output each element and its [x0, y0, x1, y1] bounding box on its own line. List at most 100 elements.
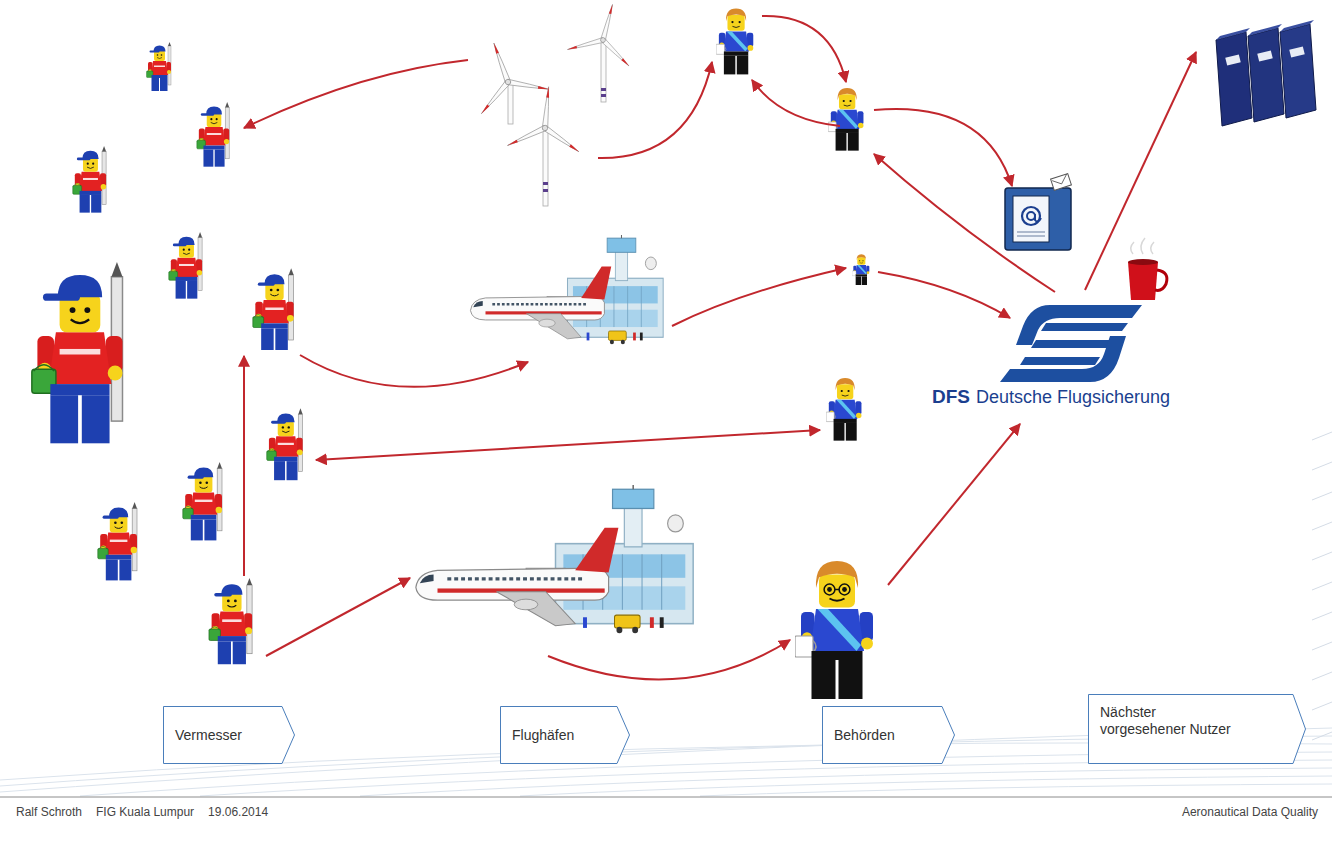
authority-figures: [716, 8, 753, 74]
stage-label: Vermesser: [175, 727, 242, 744]
flow-arrows: [878, 272, 1010, 318]
mailbox-icon: [1052, 174, 1070, 187]
surveyor-figures: [32, 42, 303, 664]
flow-arrows: [548, 640, 790, 680]
wind-turbines: [601, 94, 606, 97]
arrow-box-outline: [164, 707, 295, 764]
coffee-cup: [1131, 238, 1154, 254]
authority-figures: [716, 8, 873, 699]
stage-label: Behörden: [834, 727, 895, 744]
wind-turbines: [508, 82, 513, 124]
mailbox-icon: [1005, 188, 1071, 250]
coffee-cup: [1155, 270, 1167, 290]
flow-arrows: [598, 62, 712, 158]
surveyor-figures: [197, 102, 229, 167]
flow-arrows: [762, 16, 846, 82]
stage-arrow-box: Vermesser: [163, 706, 295, 764]
stage-arrow-box: Behörden: [822, 706, 955, 764]
footer-author: Ralf Schroth: [16, 805, 82, 819]
manual-binders: [1225, 54, 1241, 65]
surveyor-figures: [253, 268, 294, 350]
background-swoosh: [700, 784, 1332, 796]
arrow-box-outline: [1089, 695, 1306, 764]
authority-figures: [852, 254, 869, 285]
manual-binders: [1216, 20, 1316, 126]
dfs-logo-mark: [1000, 336, 1126, 382]
stage-label: Flughäfen: [512, 727, 574, 744]
background-swoosh: [200, 760, 1332, 796]
arrow-box-outline: [823, 707, 955, 764]
flow-arrows: [316, 430, 820, 460]
wind-turbines: [506, 84, 586, 155]
authority-figures: [826, 378, 861, 441]
surveyor-figures: [209, 578, 252, 664]
mailbox-icon: [1051, 174, 1072, 191]
flow-arrows: [1085, 52, 1196, 290]
manual-binders: [1248, 24, 1282, 36]
wind-turbines: [459, 30, 551, 116]
authority-figures: [828, 88, 863, 151]
dfs-logo-mark: [1000, 305, 1142, 382]
dfs-logo-mark: [1020, 357, 1100, 365]
background-swoosh: [520, 776, 1332, 796]
mailbox-icon: [1013, 196, 1049, 242]
flow-arrows: [244, 60, 468, 128]
dfs-logo-mark: [1031, 340, 1112, 348]
wind-turbines: [543, 189, 548, 192]
arrow-box-outline: [501, 707, 630, 764]
flow-arrows: [888, 424, 1020, 585]
stage-label: Nächster vorgesehener Nutzer: [1100, 704, 1238, 738]
airport-model: [470, 233, 663, 344]
mailbox-icon: [1035, 214, 1041, 222]
surveyor-figures: [32, 262, 123, 443]
coffee-cup: [1128, 259, 1158, 265]
edge-stripes: [1312, 432, 1332, 740]
wind-turbines: [566, 0, 645, 68]
wind-turbines: [601, 40, 606, 102]
stage-arrow-box: Nächster vorgesehener Nutzer: [1088, 694, 1306, 764]
wind-turbines: [601, 88, 606, 91]
logo-name: Deutsche Flugsicherung: [976, 387, 1170, 409]
footer-topic: Aeronautical Data Quality: [1182, 805, 1318, 819]
mailbox-icon: [1022, 207, 1040, 225]
background-swoosh: [360, 768, 1332, 796]
airport-model: [416, 483, 693, 633]
manual-binders: [1280, 20, 1314, 32]
coffee-cup: [1128, 262, 1158, 300]
manual-binders: [1216, 32, 1252, 126]
surveyor-figures: [73, 146, 106, 213]
mailbox-icon: [1027, 212, 1035, 220]
footer-rule: [0, 797, 1332, 798]
manual-binders: [1289, 46, 1305, 57]
manual-binders: [1280, 24, 1316, 118]
manual-binders: [1216, 28, 1250, 40]
footer-event: FIG Kuala Lumpur: [96, 805, 194, 819]
flow-arrows: [874, 154, 1055, 292]
surveyor-figures: [169, 232, 202, 299]
edge-stripes: [1312, 432, 1332, 740]
logo-wordmark: DFS: [932, 386, 970, 409]
mailbox-icon: [1005, 174, 1071, 250]
stage-arrow-box: Flughäfen: [500, 706, 630, 764]
surveyor-figures: [147, 42, 172, 91]
flow-arrows: [300, 355, 528, 387]
flow-arrows: [672, 268, 846, 326]
manual-binders: [1248, 28, 1284, 122]
flow-arrows: [243, 356, 245, 576]
authority-figures: [795, 561, 873, 699]
wind-turbines: [459, 0, 645, 206]
wind-turbines: [543, 182, 548, 185]
coffee-cup: [1128, 238, 1167, 300]
dfs-logo-mark: [1041, 323, 1128, 331]
flow-arrows: [266, 578, 410, 656]
surveyor-figures: [267, 408, 303, 480]
surveyor-figures: [98, 502, 137, 580]
wind-turbines: [543, 128, 548, 206]
surveyor-figures: [183, 462, 222, 540]
flow-arrows: [874, 109, 1012, 186]
mailbox-icon: [1017, 232, 1045, 236]
flow-arrows: [752, 80, 840, 126]
footer-date: 19.06.2014: [208, 805, 268, 819]
manual-binders: [1257, 50, 1273, 61]
